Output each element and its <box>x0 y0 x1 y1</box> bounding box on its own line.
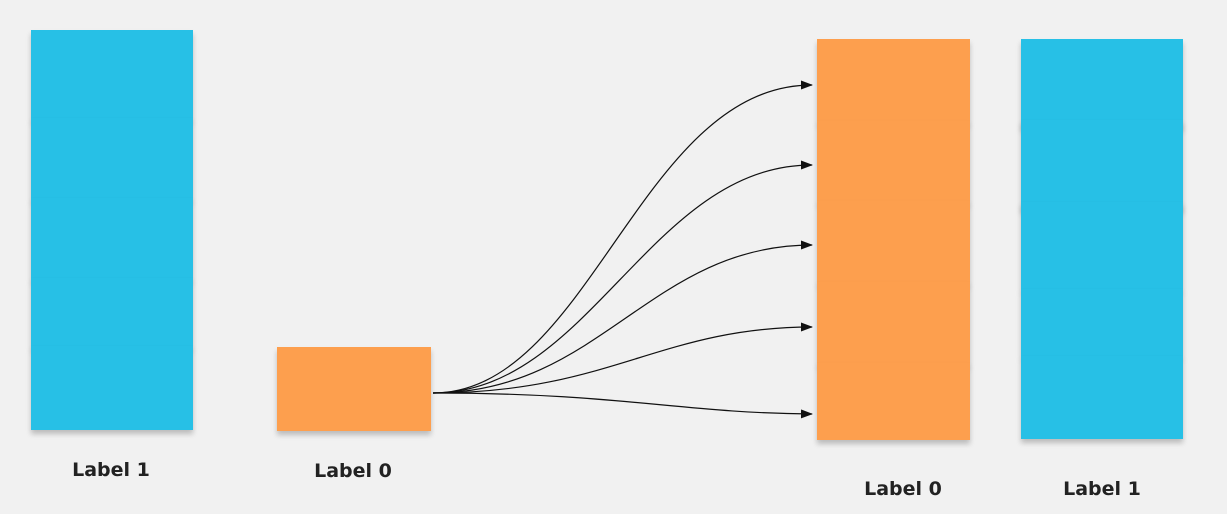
sticky-note[interactable] <box>1021 120 1183 210</box>
sticky-note[interactable] <box>31 346 193 430</box>
sticky-note[interactable] <box>817 201 970 284</box>
sticky-note[interactable] <box>1021 289 1183 357</box>
sticky-note[interactable] <box>817 39 970 123</box>
sticky-note[interactable] <box>31 30 193 120</box>
sticky-note[interactable] <box>1021 356 1183 439</box>
connector-arrow[interactable] <box>432 80 813 394</box>
single-orange-note[interactable] <box>277 347 431 431</box>
connector-arrow[interactable] <box>432 322 813 394</box>
sticky-note[interactable] <box>31 278 193 348</box>
sticky-note[interactable] <box>31 198 193 280</box>
connector-arrow[interactable] <box>432 160 813 394</box>
sticky-note[interactable] <box>817 121 970 203</box>
single-orange-note-label: Label 0 <box>314 460 392 482</box>
right-blue-stack-label: Label 1 <box>1063 478 1141 500</box>
orange-stack-label: Label 0 <box>864 478 942 500</box>
sticky-note[interactable] <box>31 118 193 200</box>
connector-arrow[interactable] <box>432 392 813 419</box>
sticky-note[interactable] <box>1021 39 1183 128</box>
sticky-note[interactable] <box>817 363 970 440</box>
sticky-note[interactable] <box>1021 202 1183 290</box>
connector-arrow[interactable] <box>432 240 813 394</box>
left-blue-stack-label: Label 1 <box>72 459 150 481</box>
sticky-note[interactable] <box>817 282 970 365</box>
